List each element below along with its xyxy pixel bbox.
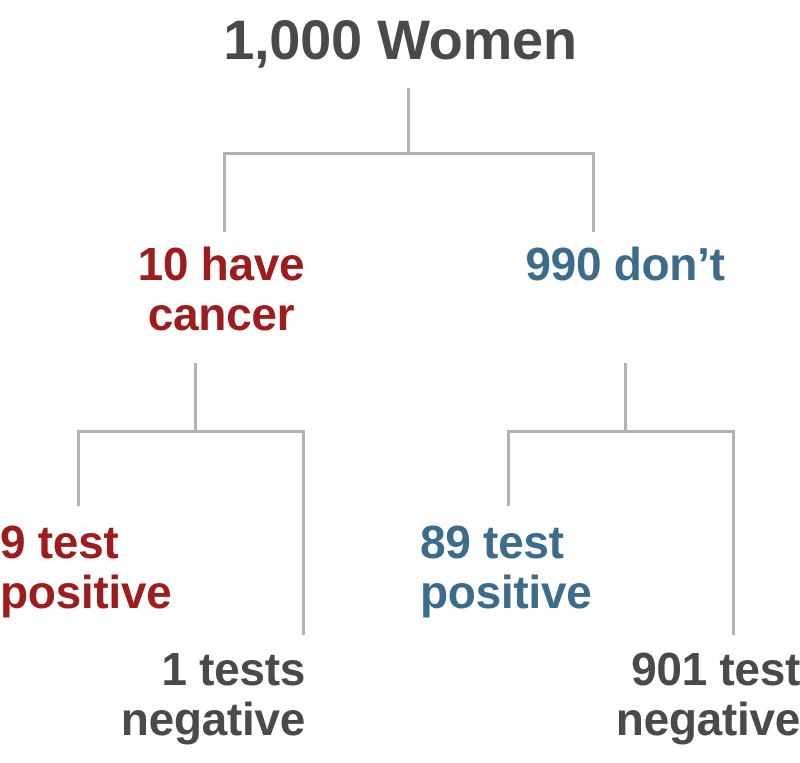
node-have-cancer: 10 have cancer: [137, 238, 305, 340]
edge-root-horizontal-bar: [223, 152, 595, 155]
edge-root-to-no-cancer: [592, 152, 595, 232]
edge-no-cancer-to-false-positive: [507, 430, 510, 506]
node-false-positive: 89 test positive: [420, 516, 592, 618]
node-false-negative: 1 tests negative: [120, 643, 306, 745]
edge-cancer-to-false-negative: [302, 430, 305, 635]
edge-cancer-horizontal-bar: [77, 430, 305, 433]
node-no-cancer: 990 don’t: [525, 238, 725, 290]
edge-root-to-cancer: [223, 152, 226, 232]
edge-no-cancer-to-true-negative: [732, 430, 735, 635]
edge-root-stem: [407, 88, 410, 155]
edge-cancer-to-true-positive: [77, 430, 80, 506]
node-root-total-women: 1,000 Women: [223, 8, 577, 71]
edge-cancer-stem: [194, 363, 197, 433]
node-true-positive: 9 test positive: [0, 516, 172, 618]
edge-no-cancer-horizontal-bar: [507, 430, 735, 433]
node-true-negative: 901 test negative: [615, 643, 800, 745]
edge-no-cancer-stem: [624, 363, 627, 433]
